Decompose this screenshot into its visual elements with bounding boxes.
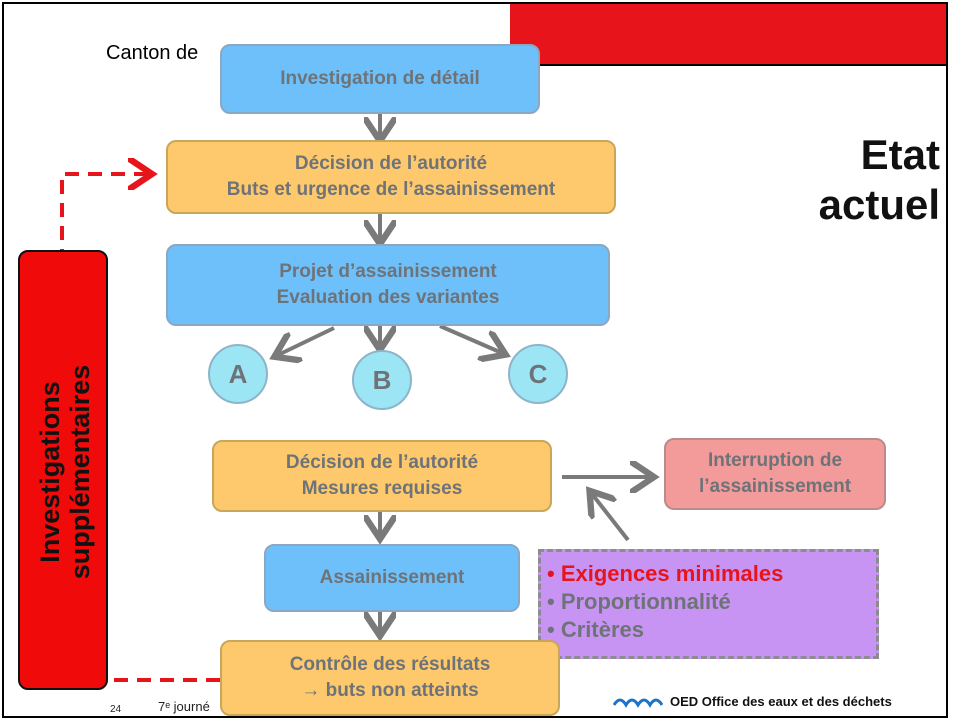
variant-c: C [508,344,568,404]
feedback-loop-dashed [60,174,220,682]
side-label-line-1: Investigations [35,381,65,563]
decision-measures-box: Décision de l’autorité Mesures requises [212,440,552,512]
arrow-projet-a [278,326,335,355]
decision-measures-line-2: Mesures requises [301,478,463,499]
interruption-line-2: l’assainissement [698,476,852,497]
projet-line-2: Evaluation des variantes [276,287,500,308]
projet-line-1: Projet d’assainissement [279,261,497,282]
title-line-2: actuel [818,181,940,228]
criteria-item-proportionnalite: • Proportionnalité [547,589,731,614]
page-number: 24 [110,704,122,715]
arrow-projet-c [439,324,502,353]
investigation-label: Investigation de détail [280,68,480,89]
decision-goals-box: Décision de l’autorité Buts et urgence d… [166,140,616,214]
variant-b: B [352,350,412,410]
arrow-criteria-decision2 [592,494,630,542]
decision-measures-line-1: Décision de l’autorité [285,452,479,473]
side-label-line-2: supplémentaires [65,364,95,580]
header-red-bar [510,4,946,66]
controle-line-2: → buts non atteints [301,680,479,701]
decision-goals-line-1: Décision de l’autorité [294,153,488,174]
investigation-box: Investigation de détail [220,44,540,114]
variant-a: A [208,344,268,404]
slide-title: Etat actuel [819,130,940,230]
canton-label: Canton de [106,42,199,64]
decision-goals-line-2: Buts et urgence de l’assainissement [226,179,556,200]
footer-event: 7ᵉ journé [158,699,210,714]
criteria-item-criteres: • Critères [547,617,644,642]
interruption-line-1: Interruption de [707,450,843,471]
oed-wave-logo-icon [613,698,663,708]
assainissement-box: Assainissement [264,544,520,612]
footer-org: OED Office des eaux et des déchets [670,694,892,709]
controle-box: Contrôle des résultats → buts non attein… [220,640,560,716]
side-investigations-box: Investigations supplémentaires [18,250,108,690]
title-line-1: Etat [860,131,940,178]
criteria-item-minimal: • Exigences minimales [547,561,784,586]
controle-line-1: Contrôle des résultats [289,654,491,675]
assainissement-label: Assainissement [319,567,465,588]
criteria-box: • Exigences minimales • Proportionnalité… [538,549,879,659]
projet-box: Projet d’assainissement Evaluation des v… [166,244,610,326]
interruption-box: Interruption de l’assainissement [664,438,886,510]
